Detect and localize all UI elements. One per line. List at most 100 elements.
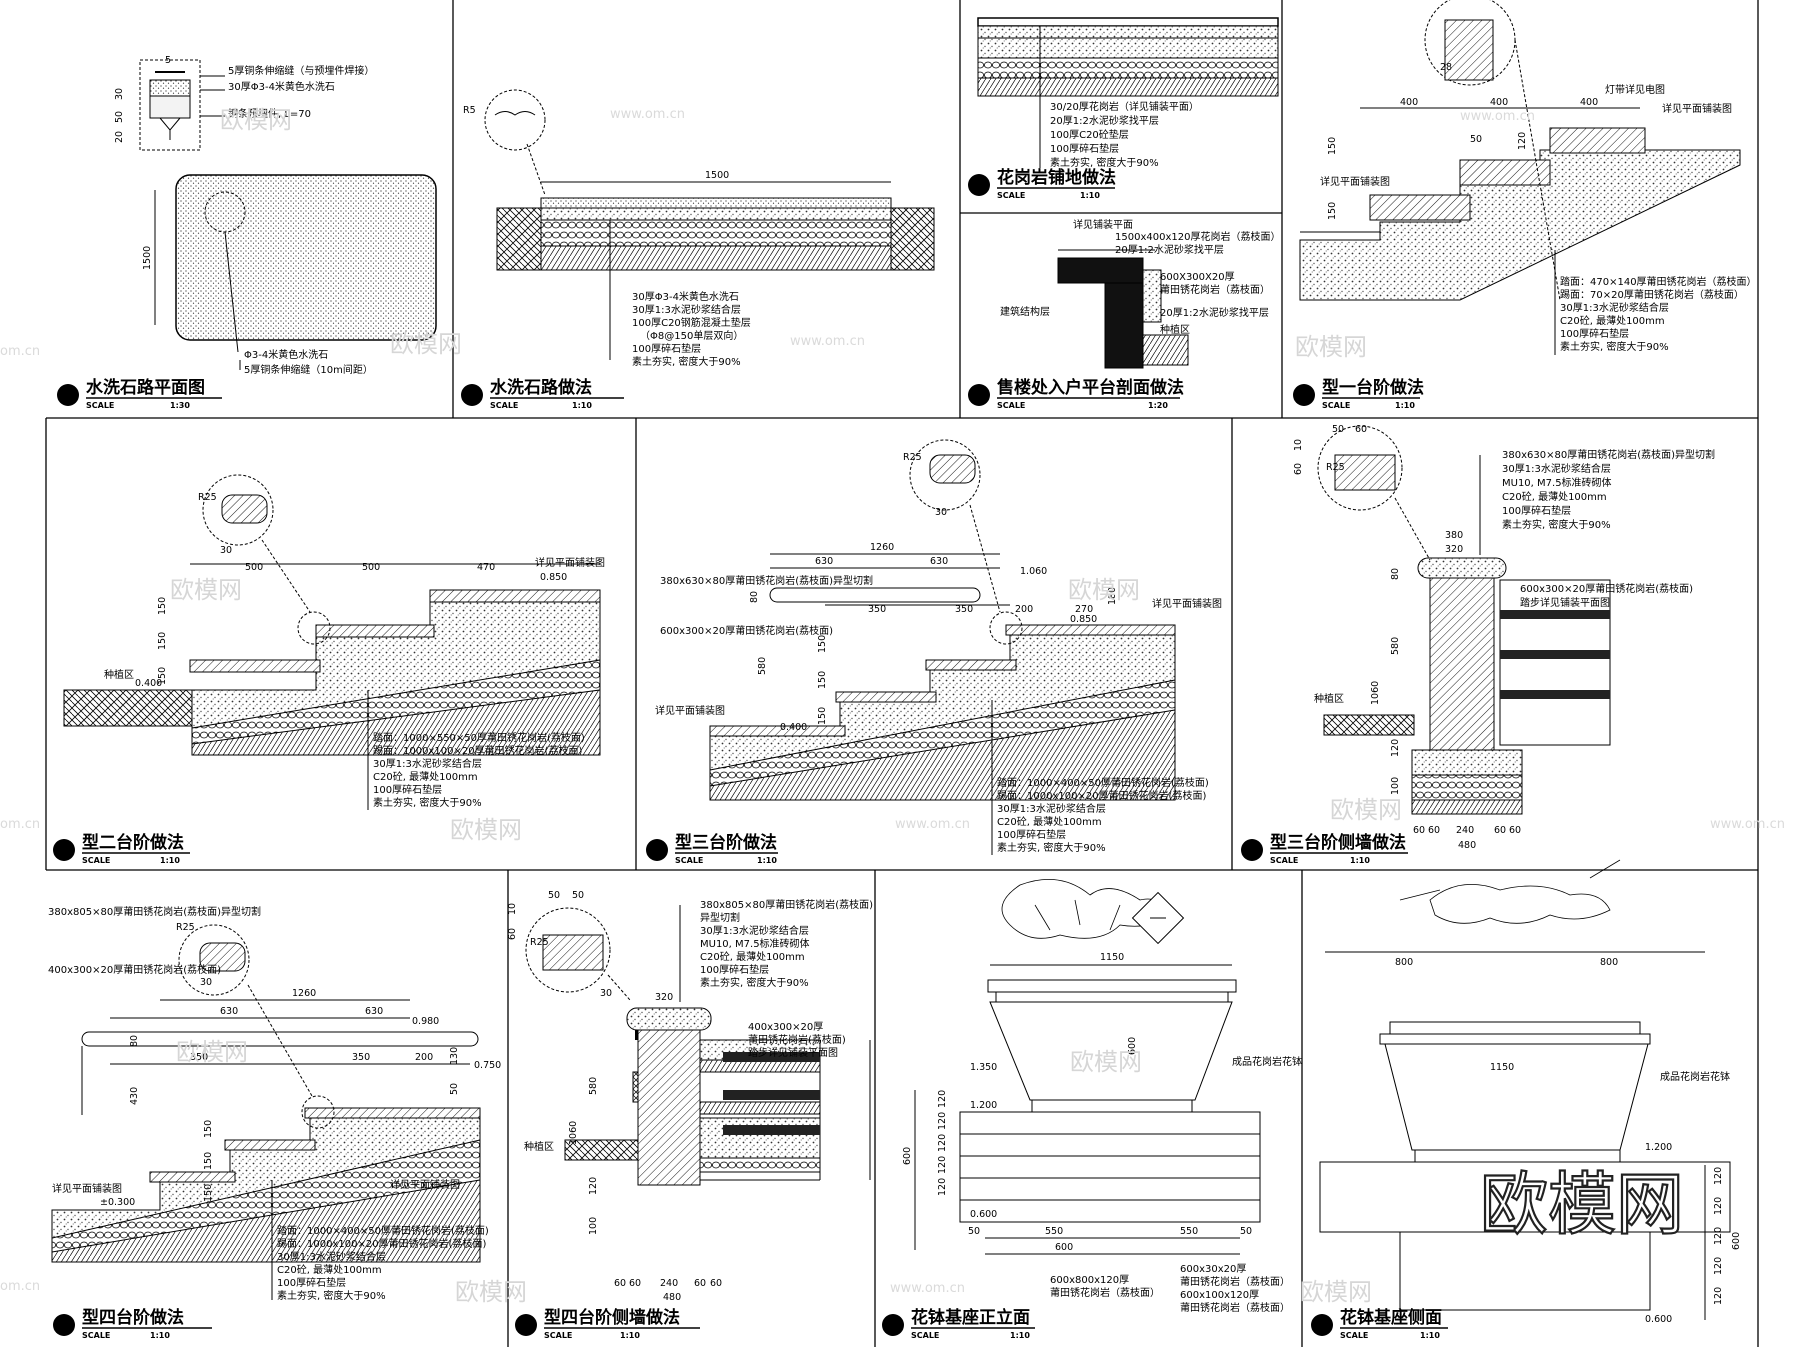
p1-title: 水洗石路平面图 bbox=[86, 377, 205, 398]
p6-dim-30: 30 bbox=[220, 545, 232, 556]
p6-note-8: 素土夯实, 密度大于90% bbox=[373, 796, 482, 809]
p9-dim-13: 50 bbox=[449, 1083, 460, 1095]
p1-note-4: Φ3-4米黄色水洗石 bbox=[244, 348, 328, 361]
p8-dim-17: 60 bbox=[1509, 825, 1521, 836]
p8-scale-label: SCALE bbox=[1270, 856, 1298, 865]
p11-dim-8: 600 bbox=[902, 1147, 913, 1165]
p11-note-5: 莆田锈花岗岩（荔枝面） bbox=[1180, 1275, 1290, 1288]
p8-step-bands bbox=[1500, 610, 1610, 699]
p7-dim-2: 630 bbox=[815, 556, 833, 567]
p5-note-1: 灯带详见电图 bbox=[1605, 83, 1665, 96]
p1-dim-5: 1500 bbox=[142, 246, 153, 270]
p6-dim-r: R25 bbox=[198, 492, 217, 503]
panel-12: 800 800 1150 600 120 120 120 120 120 1.2… bbox=[1311, 859, 1742, 1340]
panel-7: R25 30 1260 630 630 350 350 200 270 80 1… bbox=[646, 439, 1222, 865]
p6-dim-1: 500 bbox=[245, 562, 263, 573]
p10-dim-10: 120 bbox=[588, 1177, 599, 1195]
p12-dim-6: 120 bbox=[1713, 1197, 1724, 1215]
p4-note-1: 详见铺装平面 bbox=[1073, 218, 1133, 231]
p12-dim-7: 120 bbox=[1713, 1227, 1724, 1245]
p12-level-2: 0.600 bbox=[1645, 1314, 1672, 1325]
p7-note-2: 600x300×20厚莆田锈花岗岩(荔枝面) bbox=[660, 624, 833, 637]
p6-dim-3: 470 bbox=[477, 562, 495, 573]
watermark-brand-11: 欧模网 bbox=[1300, 1278, 1372, 1306]
p7-dim-r: R25 bbox=[903, 452, 922, 463]
p5-scale: 1:10 bbox=[1395, 401, 1415, 410]
p10-dim-2: 50 bbox=[572, 890, 584, 901]
p5-note-8: 100厚碎石垫层 bbox=[1560, 327, 1629, 340]
p1-dim-2: 30 bbox=[114, 88, 125, 100]
p7-dim-30: 30 bbox=[935, 507, 947, 518]
watermark-url-5: om.cn bbox=[0, 817, 40, 832]
p12-note-1: 成品花岗岩花钵 bbox=[1660, 1070, 1730, 1083]
p12-dim-5: 120 bbox=[1713, 1167, 1724, 1185]
p6-level-1: 0.850 bbox=[540, 572, 567, 583]
p6-note-5: 30厚1:3水泥砂浆结合层 bbox=[373, 757, 482, 770]
p7-level-3: 0.400 bbox=[780, 722, 807, 733]
p8-dim-12: 100 bbox=[1390, 777, 1401, 795]
p10-dim-12: 60 bbox=[614, 1278, 626, 1289]
watermark-url-3: www.om.cn bbox=[790, 334, 865, 349]
p10-note-9: 莆田锈花岗岩(荔枝面) bbox=[748, 1033, 846, 1046]
p7-note-9: 100厚碎石垫层 bbox=[997, 828, 1066, 841]
p11-dim-11: 600 bbox=[1055, 1242, 1073, 1253]
p7-dim-10: 580 bbox=[757, 657, 768, 675]
p8-dim-3: 10 bbox=[1293, 439, 1304, 451]
p1-note-1: 5厚铜条伸缩缝（与预埋件焊接） bbox=[228, 64, 374, 77]
p11-dim-10: 550 bbox=[1045, 1226, 1063, 1237]
p8-dim-18: 480 bbox=[1458, 840, 1476, 851]
p12-dim-3: 1150 bbox=[1490, 1062, 1514, 1073]
watermark-url-2: om.cn bbox=[0, 344, 40, 359]
p1-dim-4: 20 bbox=[114, 131, 125, 143]
p8-note-3: MU10, M7.5标准砖砌体 bbox=[1502, 476, 1612, 489]
p8-note-6: 素土夯实, 密度大于90% bbox=[1502, 518, 1611, 531]
p4-note-7: 20厚1:2水泥砂浆找平层 bbox=[1160, 306, 1269, 319]
p9-dim-r: R25 bbox=[176, 922, 195, 933]
p2-note-6: 素土夯实, 密度大于90% bbox=[632, 355, 741, 368]
p8-dim-9: 580 bbox=[1390, 637, 1401, 655]
p7-note-8: C20砼, 最薄处100mm bbox=[997, 815, 1102, 828]
panel-3: 30/20厚花岗岩（详见铺装平面） 20厚1:2水泥砂浆找平层 100厚C20砼… bbox=[968, 17, 1279, 200]
p7-dim-4: 350 bbox=[868, 604, 886, 615]
p8-title: 型三台阶侧墙做法 bbox=[1270, 832, 1406, 853]
p8-note-4: C20砼, 最薄处100mm bbox=[1502, 490, 1607, 503]
p9-note-6: 踢面：1000x100×20厚莆田锈花岗岩(荔枝面) bbox=[277, 1237, 486, 1250]
p9-scale-label: SCALE bbox=[82, 1331, 110, 1340]
p11-note-6: 600x100x120厚 bbox=[1180, 1289, 1259, 1301]
p1-note-3: 铜条预埋件, L=70 bbox=[228, 107, 311, 120]
p11-scale: 1:10 bbox=[1010, 1331, 1030, 1340]
p5-dim-7: 150 bbox=[1327, 202, 1338, 220]
p11-dim-9: 50 bbox=[968, 1226, 980, 1237]
p11-note-1: 成品花岗岩花钵 bbox=[1232, 1055, 1302, 1068]
p7-note-4: 详见平面铺装图 bbox=[655, 704, 725, 717]
p8-note-7: 600x300×20厚莆田锈花岗岩(荔枝面) bbox=[1520, 582, 1693, 595]
p4-note-3: 20厚1:2水泥砂浆找平层 bbox=[1115, 243, 1224, 256]
p9-note-4: 详见平面铺装图 bbox=[390, 1178, 460, 1191]
panel-11: 1150 600 120 120 120 120 120 600 50 550 … bbox=[882, 879, 1302, 1340]
p3-note-1: 30/20厚花岗岩（详见铺装平面） bbox=[1050, 100, 1199, 113]
p11-dim-12: 550 bbox=[1180, 1226, 1198, 1237]
p5-dim-3: 400 bbox=[1490, 97, 1508, 108]
p12-dim-2: 800 bbox=[1600, 957, 1618, 968]
p10-dim-5: R25 bbox=[530, 937, 549, 948]
watermark-url-8: om.cn bbox=[0, 1279, 40, 1294]
p9-dim-9: 150 bbox=[203, 1120, 214, 1138]
p5-dim-8: 120 bbox=[1517, 132, 1528, 150]
p9-note-3: 详见平面铺装图 bbox=[52, 1182, 122, 1195]
p11-level-3: 0.600 bbox=[970, 1209, 997, 1220]
p8-note-9: 种植区 bbox=[1314, 692, 1344, 705]
p11-dim-7: 120 bbox=[937, 1178, 948, 1196]
p11-note-7: 莆田锈花岗岩（荔枝面） bbox=[1180, 1301, 1290, 1314]
p7-note-1: 380x630×80厚莆田锈花岗岩(荔枝面)异型切割 bbox=[660, 574, 873, 587]
p10-note-6: 100厚碎石垫层 bbox=[700, 963, 769, 976]
p7-dim-7: 270 bbox=[1075, 604, 1093, 615]
p7-level-1: 1.060 bbox=[1020, 566, 1047, 577]
panel-2: R5 1500 30厚Φ3-4米黄色水洗石 30厚1:3水泥砂浆结合层 100厚… bbox=[461, 89, 935, 410]
p7-title: 型三台阶做法 bbox=[675, 832, 777, 853]
p10-dim-1: 50 bbox=[548, 890, 560, 901]
p5-note-6: 30厚1:3水泥砂浆结合层 bbox=[1560, 301, 1669, 314]
p12-dim-9: 120 bbox=[1713, 1287, 1724, 1305]
watermark-url-1: www.om.cn bbox=[610, 107, 685, 122]
p5-scale-label: SCALE bbox=[1322, 401, 1350, 410]
p6-scale-label: SCALE bbox=[82, 856, 110, 865]
